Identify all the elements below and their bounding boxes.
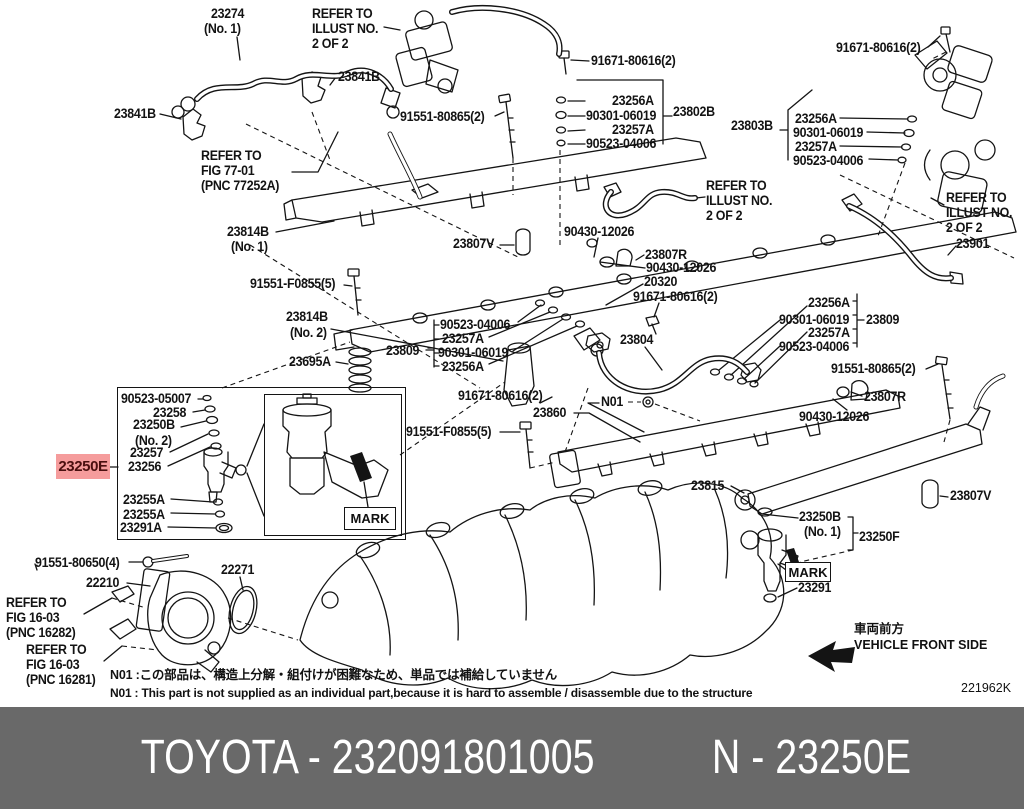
diagram-line-art xyxy=(34,5,1017,690)
part-label-90301-06019-g4: 90301-06019 xyxy=(779,312,850,327)
part-label-90523-05007: 90523-05007 xyxy=(121,391,192,406)
injector-magnified-box xyxy=(264,394,402,536)
note-jp: N01 :この部品は、構造上分解・組付けが困難なため、単品では補給していません xyxy=(110,668,558,682)
vehicle-front-jp: 車両前方 xyxy=(854,622,905,636)
part-label-91551-80650: 91551-80650(4) xyxy=(35,555,120,570)
part-label-23257a-g3: 23257A xyxy=(442,331,484,346)
mark-label-1: MARK xyxy=(350,511,390,526)
part-label-90523-04006-g4: 90523-04006 xyxy=(779,339,850,354)
vehicle-front-en: VEHICLE FRONT SIDE xyxy=(854,638,988,652)
part-label-20320: 20320 xyxy=(644,274,678,289)
injector-detail-box xyxy=(117,387,406,540)
part-label-23256a-g2: 23256A xyxy=(795,111,837,126)
part-label-91551-f0855-a: 91551-F0855(5) xyxy=(250,276,336,291)
part-label-23814b-1: 23814B xyxy=(227,224,269,239)
part-label-23802b: 23802B xyxy=(673,104,715,119)
part-label-90430-12026-b: 90430-12026 xyxy=(646,260,717,275)
note-tag-n01: N01 xyxy=(601,394,623,409)
part-label-22210: 22210 xyxy=(86,575,120,590)
part-label-91671-80616-a: 91671-80616(2) xyxy=(591,53,676,68)
part-label-23274-no: (No. 1) xyxy=(204,21,241,36)
part-label-23250b-right-no: (No. 1) xyxy=(804,524,841,539)
doc-code: 221962K xyxy=(961,681,1012,695)
part-label-90523-04006-g3: 90523-04006 xyxy=(440,317,511,332)
part-label-23841b-right: 23841B xyxy=(338,69,380,84)
part-label-90301-06019-g1: 90301-06019 xyxy=(586,108,657,123)
part-label-23814b-2-no: (No. 2) xyxy=(290,325,327,340)
note-en: N01 : This part is not supplied as an in… xyxy=(110,686,753,700)
part-label-23901: 23901 xyxy=(956,236,990,251)
part-label-23255a-2: 23255A xyxy=(123,507,165,522)
part-label-23250b-box-no: (No. 2) xyxy=(135,433,172,448)
part-label-23809-left: 23809 xyxy=(386,343,420,358)
part-label-22271: 22271 xyxy=(221,562,255,577)
part-label-23807v-b: 23807V xyxy=(950,488,992,503)
part-label-23250f: 23250F xyxy=(859,529,900,544)
part-label-23841b-left: 23841B xyxy=(114,106,156,121)
part-label-90430-12026-a: 90430-12026 xyxy=(564,224,635,239)
refer-illust-right: REFER TO ILLUST NO. 2 OF 2 xyxy=(946,190,1013,235)
part-label-23807r-b: 23807R xyxy=(864,389,906,404)
part-label-23256a-g4: 23256A xyxy=(808,295,850,310)
part-label-23291a: 23291A xyxy=(120,520,162,535)
part-label-91671-80616-b: 91671-80616(2) xyxy=(836,40,921,55)
part-label-90301-06019-g2: 90301-06019 xyxy=(793,125,864,140)
footer-bar: TOYOTA - 232091801005 N - 23250E xyxy=(0,707,1024,809)
part-label-91551-f0855-b: 91551-F0855(5) xyxy=(406,424,492,439)
part-label-90430-12026-c: 90430-12026 xyxy=(799,409,870,424)
refer-fig-16-03-a: REFER TO FIG 16-03 (PNC 16282) xyxy=(6,595,76,640)
part-label-90301-06019-g3: 90301-06019 xyxy=(438,345,509,360)
part-label-23860: 23860 xyxy=(533,405,567,420)
footer-reference-part-number: N - 23250E xyxy=(711,731,911,784)
refer-illust-mid: REFER TO ILLUST NO. 2 OF 2 xyxy=(706,178,773,223)
part-label-23258: 23258 xyxy=(153,405,187,420)
part-label-23257a-g2: 23257A xyxy=(795,139,837,154)
part-label-23274: 23274 xyxy=(211,6,245,21)
footer-brand-part-number: TOYOTA - 232091801005 xyxy=(141,731,595,784)
part-label-23695a: 23695A xyxy=(289,354,331,369)
refer-fig-16-03-b: REFER TO FIG 16-03 (PNC 16281) xyxy=(26,642,96,687)
highlighted-part-label-23250e[interactable]: 23250E xyxy=(56,454,110,479)
part-label-91671-80616-d: 91671-80616(2) xyxy=(458,388,543,403)
part-label-23257: 23257 xyxy=(130,445,164,460)
part-label-23256: 23256 xyxy=(128,459,162,474)
part-label-23803b: 23803B xyxy=(731,118,773,133)
part-label-23250b-right: 23250B xyxy=(799,509,841,524)
part-label-23814b-2: 23814B xyxy=(286,309,328,324)
mark-callout-2: MARK xyxy=(785,562,831,582)
part-label-23257a-g1: 23257A xyxy=(612,122,654,137)
part-label-91551-80865-a: 91551-80865(2) xyxy=(400,109,485,124)
part-label-23255a-1: 23255A xyxy=(123,492,165,507)
part-label-23257a-g4: 23257A xyxy=(808,325,850,340)
mark-label-2: MARK xyxy=(788,564,828,580)
part-label-23291: 23291 xyxy=(798,580,832,595)
refer-fig-77-01: REFER TO FIG 77-01 (PNC 77252A) xyxy=(201,148,280,193)
part-label-23809-right: 23809 xyxy=(866,312,900,327)
part-label-91671-80616-c: 91671-80616(2) xyxy=(633,289,718,304)
part-label-91551-80865-b: 91551-80865(2) xyxy=(831,361,916,376)
part-label-23815: 23815 xyxy=(691,478,725,493)
part-label-23804: 23804 xyxy=(620,332,654,347)
part-label-23807r-a: 23807R xyxy=(645,247,687,262)
part-label-90523-04006-g2: 90523-04006 xyxy=(793,153,864,168)
part-label-23256a-g1: 23256A xyxy=(612,93,654,108)
part-label-90523-04006-g1: 90523-04006 xyxy=(586,136,657,151)
part-label-23256a-g3: 23256A xyxy=(442,359,484,374)
part-label-23807v-a: 23807V xyxy=(453,236,495,251)
mark-callout-1: MARK xyxy=(344,507,396,530)
part-label-23814b-1-no: (No. 1) xyxy=(231,239,268,254)
refer-illust-top: REFER TO ILLUST NO. 2 OF 2 xyxy=(312,6,379,51)
part-label-23250b-box: 23250B xyxy=(133,417,175,432)
